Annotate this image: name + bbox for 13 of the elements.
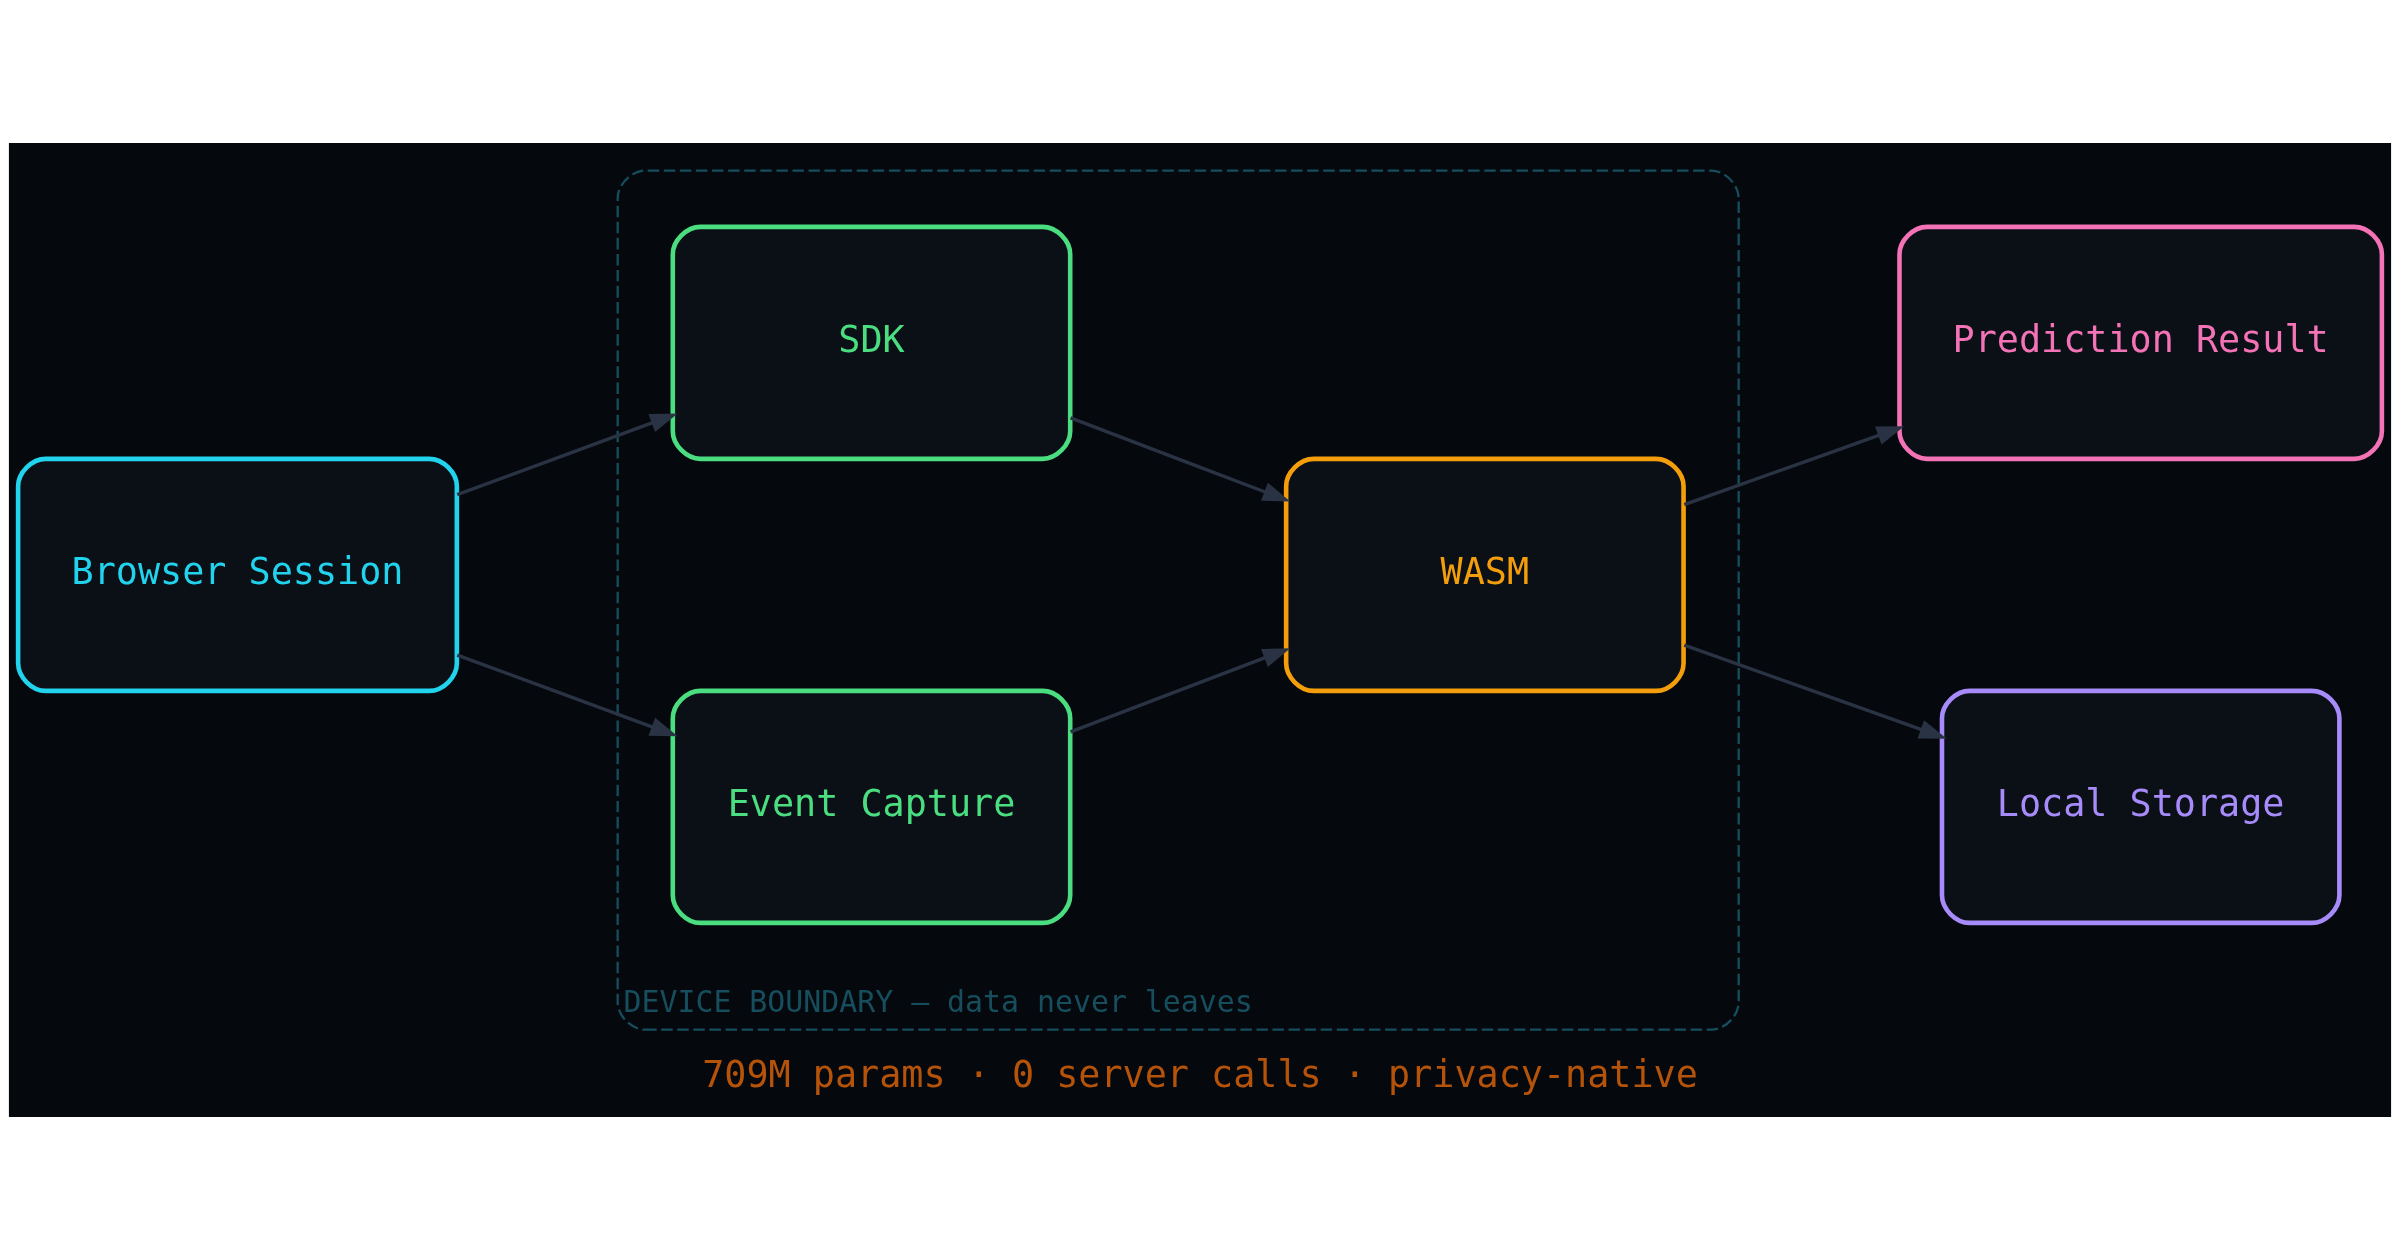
arrow <box>1683 426 1905 507</box>
node-box: Event Capture <box>670 688 1073 926</box>
caption: 709M params · 0 server calls · privacy-native <box>702 1052 1698 1096</box>
arrow <box>1070 648 1291 734</box>
arrow <box>456 653 678 737</box>
node-box: SDK <box>670 224 1073 462</box>
node-box: Prediction Result <box>1897 224 2385 462</box>
node-box: WASM <box>1283 456 1686 694</box>
node-box: Local Storage <box>1939 688 2342 926</box>
node-box: Browser Session <box>15 456 460 694</box>
arrow <box>1070 416 1291 502</box>
arrow <box>1683 643 1947 739</box>
arrow <box>456 413 678 497</box>
